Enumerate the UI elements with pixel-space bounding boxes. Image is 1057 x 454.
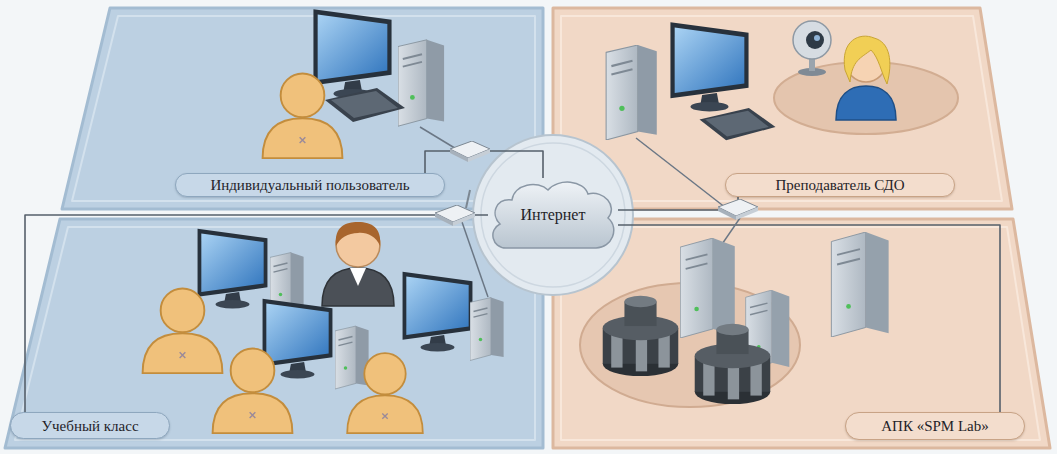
instructor-shirt	[350, 268, 366, 286]
band-label: АПК «SPM Lab»	[881, 417, 989, 435]
location-band: АПК «SPM Lab»	[845, 412, 1025, 440]
monitor	[403, 272, 473, 352]
pc-tower	[470, 298, 504, 361]
network-switch	[718, 199, 758, 220]
router-antenna	[466, 190, 470, 208]
band-label: Учебный класс	[41, 417, 138, 435]
monitor	[313, 9, 391, 98]
region-band	[561, 227, 1040, 440]
cable	[636, 138, 726, 208]
probe-microscope	[695, 324, 771, 404]
wifi-router	[435, 205, 475, 226]
lens-glint	[814, 35, 820, 41]
monitor	[198, 229, 268, 309]
pc-tower	[335, 326, 369, 389]
band-label: Преподаватель СДО	[775, 176, 904, 194]
cable	[420, 127, 458, 150]
probe-microscope	[603, 296, 679, 376]
lab-region	[553, 219, 1050, 448]
user-icon	[143, 289, 223, 374]
region-band	[561, 16, 1002, 201]
control-server	[680, 238, 735, 338]
location-band: Преподаватель СДО	[725, 173, 955, 197]
region-band	[15, 227, 535, 440]
web-server	[831, 232, 888, 337]
instructor-head	[336, 223, 380, 267]
region-band	[72, 16, 535, 201]
user-icon	[213, 349, 293, 434]
keyboard	[700, 108, 776, 140]
router	[450, 141, 490, 162]
instructor-hair	[336, 222, 380, 246]
teacher-body	[836, 86, 896, 120]
user-icon	[263, 74, 343, 159]
cloud-shape	[493, 182, 614, 248]
pc-tower	[606, 45, 657, 140]
keyboard	[325, 88, 405, 122]
teacher-hair	[844, 36, 890, 84]
cloud-label: Интернет	[521, 206, 586, 224]
monitor	[670, 22, 748, 111]
location-band: Индивидуальный пользователь	[175, 173, 445, 197]
user-icon	[347, 353, 423, 433]
class-region	[5, 219, 543, 448]
center-ring	[481, 143, 625, 287]
webcam-body	[793, 21, 831, 59]
location-band: Учебный класс	[10, 412, 170, 439]
band-label: Индивидуальный пользователь	[210, 176, 409, 194]
webcam-lens	[806, 31, 824, 49]
user-region	[62, 8, 543, 209]
instructor-body	[322, 268, 394, 306]
internet-cloud: Интернет	[488, 178, 618, 252]
center-circle	[473, 135, 633, 295]
pc-tower	[398, 40, 444, 126]
